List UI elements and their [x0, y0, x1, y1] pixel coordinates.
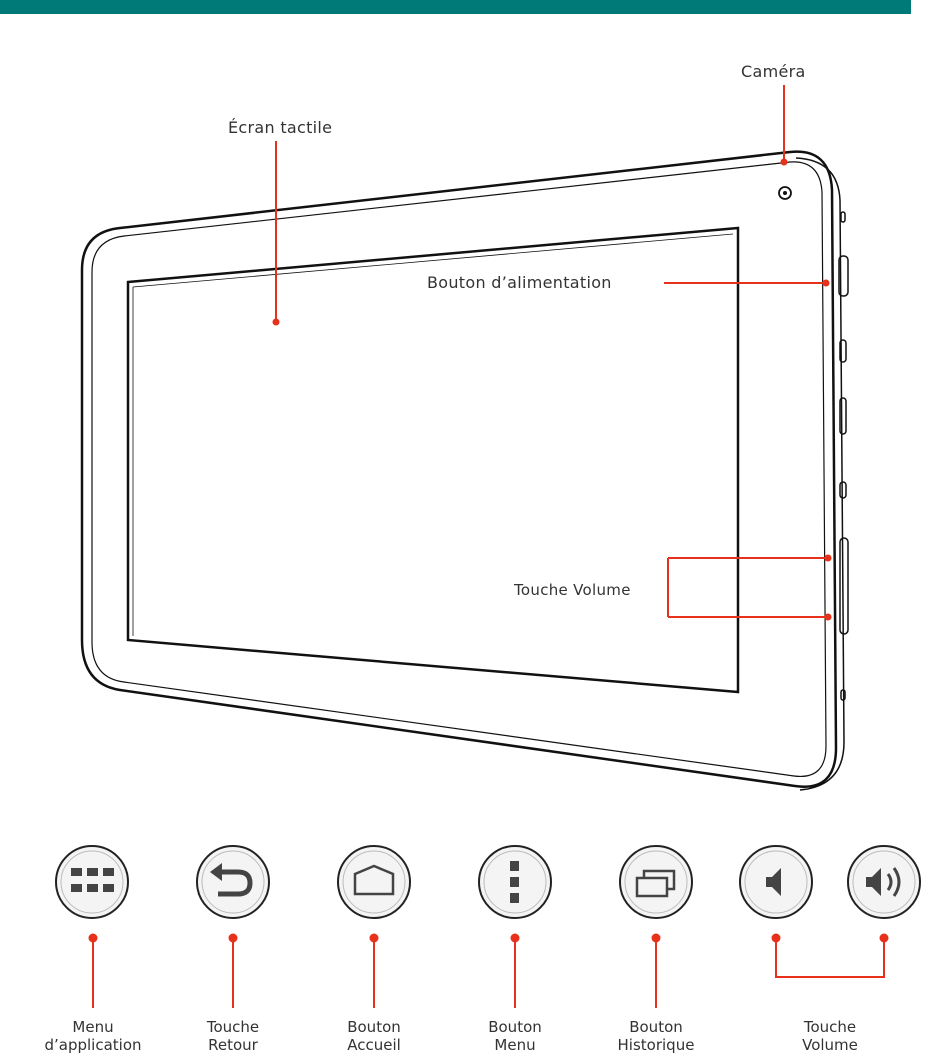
caption-home-line1: Bouton: [347, 1018, 401, 1036]
caption-recent-line2: Historique: [618, 1036, 695, 1054]
caption-menu-line1: Bouton: [488, 1018, 542, 1036]
menu-dots-icon: [479, 846, 551, 918]
callout-camera: Caméra: [741, 62, 806, 166]
home-icon: [338, 846, 410, 918]
caption-recent-line1: Bouton: [629, 1018, 683, 1036]
caption-app-menu-line1: Menu: [72, 1018, 113, 1036]
volume-down-icon: [740, 846, 812, 918]
callout-power-label: Bouton d’alimentation: [427, 273, 612, 292]
caption-back-line2: Retour: [208, 1036, 259, 1054]
caption-volume-line2: Volume: [802, 1036, 858, 1054]
caption-home-line2: Accueil: [347, 1036, 401, 1054]
callout-volume-label: Touche Volume: [513, 581, 631, 599]
touchscreen-panel: [128, 228, 738, 692]
caption-app-menu-line2: d’application: [44, 1036, 141, 1054]
volume-up-icon: [848, 846, 920, 918]
caption-menu-line2: Menu: [494, 1036, 535, 1054]
caption-back-line1: Touche: [206, 1018, 259, 1036]
recent-apps-icon: [620, 846, 692, 918]
app-menu-grid-icon: [56, 846, 128, 918]
tablet-body: [82, 152, 844, 790]
callout-touchscreen: Écran tactile: [228, 118, 332, 326]
callout-volume-key: Touche Volume: [513, 555, 832, 621]
callout-touchscreen-label: Écran tactile: [228, 118, 332, 137]
callout-camera-label: Caméra: [741, 62, 806, 81]
caption-volume-line1: Touche: [803, 1018, 856, 1036]
button-leader-lines: [90, 935, 888, 1009]
camera-lens: [779, 187, 791, 199]
callout-power-button: Bouton d’alimentation: [427, 273, 830, 292]
back-arrow-icon: [197, 846, 269, 918]
